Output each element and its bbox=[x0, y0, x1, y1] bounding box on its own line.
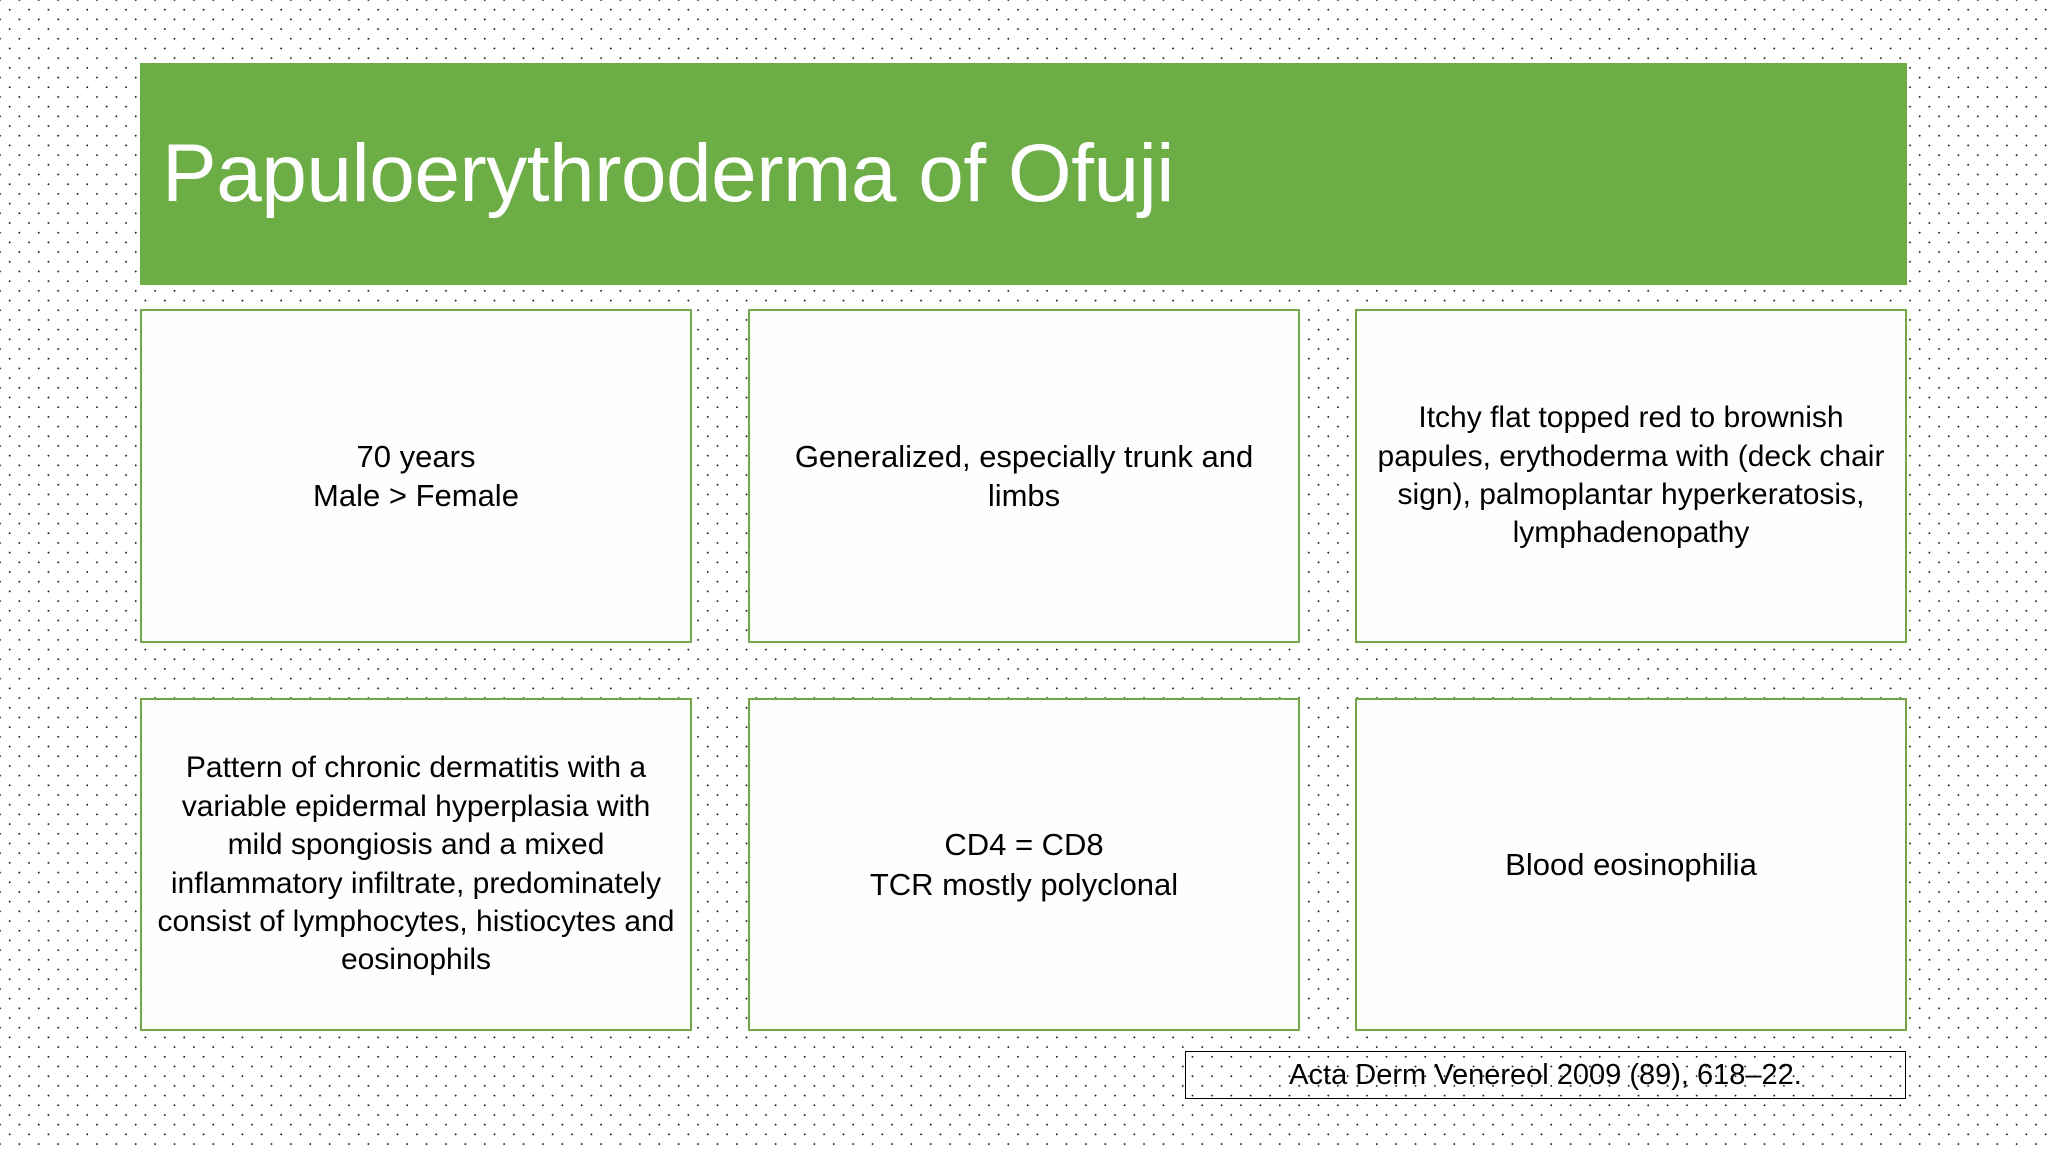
slide-title-banner: Papuloerythroderma of Ofuji bbox=[140, 63, 1907, 285]
immunophenotype-box: CD4 = CD8 TCR mostly polyclonal bbox=[748, 698, 1300, 1031]
laboratory-box: Blood eosinophilia bbox=[1355, 698, 1907, 1031]
distribution-box: Generalized, especially trunk and limbs bbox=[748, 309, 1300, 643]
page-title: Papuloerythroderma of Ofuji bbox=[162, 128, 1175, 219]
distribution-text: Generalized, especially trunk and limbs bbox=[794, 438, 1254, 513]
age-sex-text: 70 years Male > Female bbox=[313, 438, 519, 513]
laboratory-text: Blood eosinophilia bbox=[1505, 846, 1757, 882]
clinical-features-text: Itchy flat topped red to brownish papule… bbox=[1377, 401, 1885, 550]
histopathology-text: Pattern of chronic dermatitis with a var… bbox=[157, 751, 675, 977]
immunophenotype-text: CD4 = CD8 TCR mostly polyclonal bbox=[869, 827, 1179, 902]
clinical-features-box: Itchy flat topped red to brownish papule… bbox=[1355, 309, 1907, 643]
content-grid: 70 years Male > Female Generalized, espe… bbox=[140, 309, 1907, 1031]
histopathology-box: Pattern of chronic dermatitis with a var… bbox=[140, 698, 692, 1031]
citation-box: Acta Derm Venereol 2009 (89), 618–22. bbox=[1185, 1051, 1906, 1099]
citation-text: Acta Derm Venereol 2009 (89), 618–22. bbox=[1289, 1058, 1802, 1091]
age-sex-box: 70 years Male > Female bbox=[140, 309, 692, 643]
